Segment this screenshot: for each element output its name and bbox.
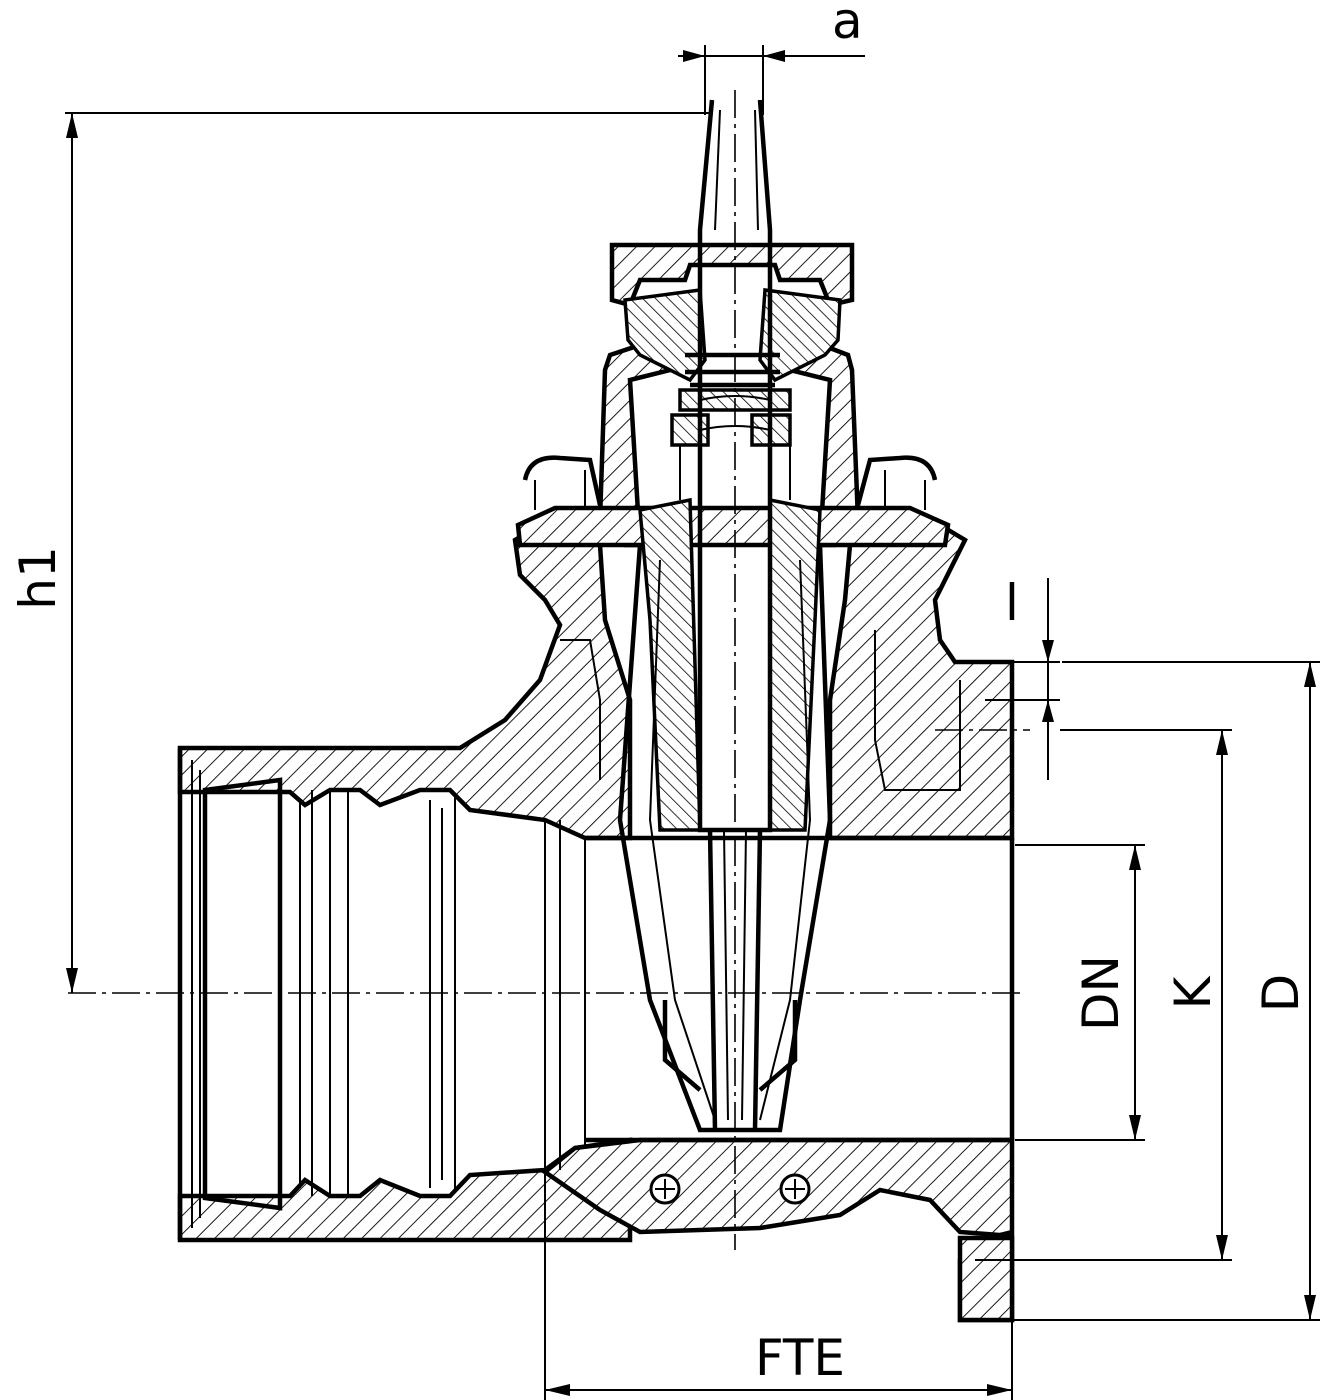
dimension-d — [1012, 661, 1320, 1321]
label-l: l — [1005, 574, 1019, 632]
bolt-right — [779, 1173, 811, 1205]
dimension-a — [678, 45, 865, 115]
label-k: K — [1164, 975, 1222, 1009]
valve-body — [177, 522, 1015, 1323]
dimension-h1 — [65, 112, 710, 993]
socket-grooves — [177, 748, 561, 1240]
dimension-l — [985, 578, 1060, 780]
label-a: a — [832, 0, 863, 50]
body-cavity — [544, 630, 1015, 1172]
dimension-k — [975, 729, 1232, 1261]
gland — [609, 242, 855, 412]
dimension-fte — [544, 1172, 1013, 1400]
bolt-left — [649, 1173, 681, 1205]
dimension-dn — [1015, 844, 1145, 1141]
label-h1: h1 — [9, 546, 67, 610]
label-dn: DN — [1072, 955, 1130, 1031]
label-fte: FTE — [755, 1329, 845, 1387]
label-d: D — [1252, 974, 1310, 1013]
bonnet — [515, 342, 951, 548]
center-lines — [68, 90, 1030, 1250]
wedge — [617, 413, 833, 1133]
